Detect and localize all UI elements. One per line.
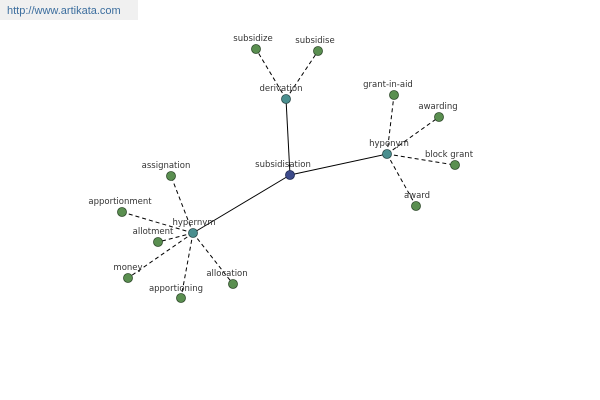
relation-label-hypernym: hypernym [172, 218, 215, 228]
relation-node-hyponym[interactable] [382, 149, 392, 159]
word-label-grant-in-aid[interactable]: grant-in-aid [363, 80, 413, 90]
word-node-grant-in-aid[interactable] [389, 90, 399, 100]
edge-hyponym-grant-in-aid [386, 94, 395, 155]
word-node-block-grant[interactable] [450, 160, 460, 170]
word-label-assignation[interactable]: assignation [142, 161, 191, 171]
word-label-subsidize[interactable]: subsidize [233, 34, 272, 44]
edge-hyponym [289, 153, 388, 176]
site-header: http://www.artikata.com [0, 0, 138, 20]
relation-label-hyponym: hyponym [369, 139, 409, 149]
word-node-awarding[interactable] [434, 112, 444, 122]
center-node[interactable] [285, 170, 295, 180]
word-label-money[interactable]: money [113, 263, 142, 273]
word-node-subsidise[interactable] [313, 46, 323, 56]
edge-hypernym-assignation [170, 175, 194, 234]
site-url[interactable]: http://www.artikata.com [7, 5, 121, 17]
word-label-allocation[interactable]: allocation [206, 269, 247, 279]
word-node-apportioning[interactable] [176, 293, 186, 303]
word-label-award[interactable]: award [404, 191, 430, 201]
edge-hypernym-money [127, 232, 194, 279]
edge-hypernym-apportionment [121, 211, 194, 234]
edge-hypernym [192, 174, 291, 234]
edge-hyponym-award [386, 153, 417, 207]
word-node-subsidize[interactable] [251, 44, 261, 54]
word-label-subsidise[interactable]: subsidise [295, 36, 334, 46]
word-label-apportioning[interactable]: apportioning [149, 284, 203, 294]
word-label-awarding[interactable]: awarding [418, 102, 457, 112]
word-node-money[interactable] [123, 273, 133, 283]
edge-derivation-subsidize [255, 48, 287, 100]
edge-derivation-subsidise [285, 50, 319, 100]
center-label: subsidisation [255, 160, 311, 170]
word-label-apportionment[interactable]: apportionment [88, 197, 152, 207]
edge-derivation [285, 98, 291, 176]
relation-node-hypernym[interactable] [188, 228, 198, 238]
word-node-allotment[interactable] [153, 237, 163, 247]
relation-node-derivation[interactable] [281, 94, 291, 104]
edge-hyponym-awarding [386, 116, 440, 155]
relation-label-derivation: derivation [259, 84, 302, 94]
word-label-block-grant[interactable]: block grant [425, 150, 474, 160]
edge-hypernym-allocation [192, 232, 234, 285]
edge-hypernym-allotment [157, 232, 194, 243]
word-node-allocation[interactable] [228, 279, 238, 289]
word-node-assignation[interactable] [166, 171, 176, 181]
word-node-award[interactable] [411, 201, 421, 211]
edge-hyponym-block-grant [386, 153, 456, 166]
word-label-allotment[interactable]: allotment [133, 227, 174, 237]
word-node-apportionment[interactable] [117, 207, 127, 217]
